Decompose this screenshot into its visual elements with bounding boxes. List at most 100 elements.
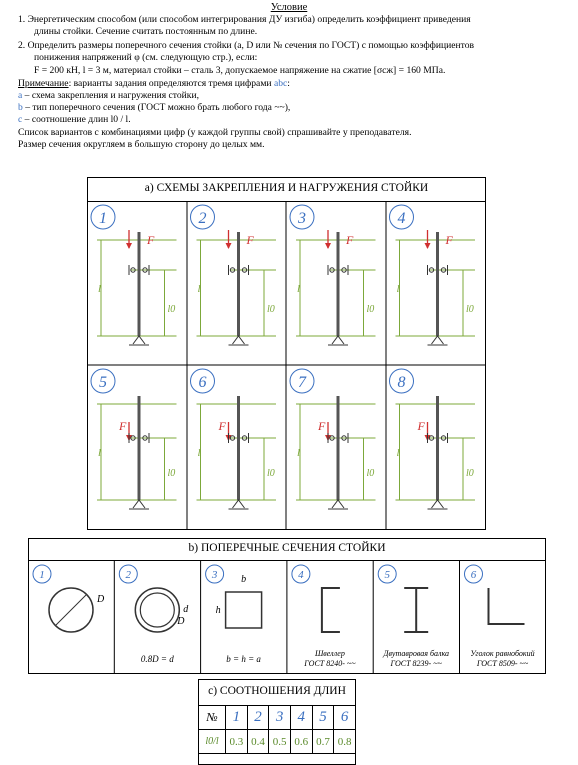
ring-inner — [139, 592, 175, 628]
section-number-circle — [32, 564, 52, 584]
force-arrowhead — [126, 243, 132, 249]
square-section — [224, 591, 263, 629]
bottom-support — [431, 335, 444, 345]
support-roller — [428, 267, 435, 273]
length-label: l — [198, 283, 201, 295]
diameter-line — [54, 593, 88, 627]
section-number: 6 — [471, 569, 477, 581]
section-number: 1 — [39, 569, 45, 581]
ratio-num: 6 — [333, 705, 356, 730]
bottom-support — [431, 499, 444, 509]
ibeam-section — [404, 587, 429, 633]
scheme-number: 8 — [398, 374, 406, 391]
c-line: c – соотношение длин l0 / l. — [18, 114, 131, 126]
force-label: F — [417, 419, 426, 433]
support-roller — [142, 267, 148, 273]
support-roller — [130, 435, 136, 441]
num-label: № — [198, 705, 226, 730]
section-number: 3 — [211, 569, 218, 581]
support-roller — [229, 435, 236, 441]
support-roller — [428, 435, 435, 441]
force-label: F — [345, 233, 354, 247]
ratio-value: 0.3 — [225, 729, 248, 754]
scheme-number-circle — [190, 368, 215, 394]
scheme-number-circle — [389, 204, 414, 230]
support-roller — [440, 267, 447, 273]
support-roller — [341, 267, 347, 273]
ratio-num: 3 — [268, 705, 291, 730]
b-text: – тип поперечного сечения (ГОСТ можно бр… — [22, 102, 291, 113]
section-number: 2 — [126, 569, 132, 581]
ratio-value: 0.6 — [289, 729, 313, 754]
length-label: l — [198, 447, 201, 459]
a-text: – схема закрепления и нагружения стойки, — [22, 90, 199, 101]
force-label: F — [445, 233, 454, 247]
scheme-number: 2 — [199, 210, 207, 227]
list-text: Список вариантов с комбинациями цифр (у … — [18, 127, 412, 138]
length-label: l — [297, 283, 300, 295]
channel-section — [320, 587, 340, 633]
section-caption2: ГОСТ 8240- ~~ — [303, 659, 356, 668]
ratio-num: 4 — [289, 705, 313, 730]
scheme-number-circle — [90, 368, 116, 394]
ratio-value: 0.5 — [268, 729, 291, 754]
section-number-circle — [291, 564, 311, 584]
support-roller — [329, 435, 335, 441]
ratio-value: 0.8 — [333, 729, 356, 754]
ratio-num: 5 — [311, 705, 335, 730]
section-caption1: Уголок равнобокий — [470, 649, 534, 658]
note-line: Примечание: варианты задания определяютс… — [18, 78, 290, 90]
force-label: F — [118, 419, 127, 433]
ratios-table: № 1 2 3 4 5 6 l0/l 0.3 0.4 0.5 0.6 0.7 0… — [198, 705, 356, 754]
section-caption2: ГОСТ 8509- ~~ — [476, 659, 529, 668]
item1-line2: длины стойки. Сечение считать постоянным… — [34, 26, 258, 37]
scheme-number: 7 — [298, 374, 307, 391]
item1-line1: 1. Энергетическим способом (или способом… — [18, 14, 471, 25]
condition-title: Условие — [270, 2, 308, 13]
ratios-title: c) СООТНОШЕНИЯ ДЛИН — [208, 685, 346, 697]
section-number-circle — [205, 564, 225, 584]
length0-label: l0 — [466, 468, 474, 479]
item2-line1: 2. Определить размеры поперечного сечени… — [18, 40, 475, 51]
support-roller — [341, 435, 347, 441]
length0-label: l0 — [367, 468, 375, 479]
note-abc: abc — [273, 78, 288, 89]
support-roller — [241, 435, 248, 441]
ratio-value: 0.4 — [246, 729, 270, 754]
a-line: a – схема закрепления и нагружения стойк… — [18, 90, 199, 102]
support-roller — [229, 267, 236, 273]
dimension-D: D — [96, 594, 105, 605]
section-caption1: Двутавровая балка — [382, 649, 449, 658]
scheme-number: 6 — [199, 374, 207, 391]
force-arrowhead — [424, 243, 431, 249]
section-number: 4 — [298, 569, 304, 581]
length0-label: l0 — [267, 304, 275, 315]
force-label: F — [218, 419, 227, 433]
length0-label: l0 — [168, 304, 176, 315]
scheme-number-circle — [90, 204, 116, 230]
schemes-frame: а) СХЕМЫ ЗАКРЕПЛЕНИЯ И НАГРУЖЕНИЯ СТОЙКИ — [87, 177, 486, 530]
given-data: F = 200 кН, l = 3 м, материал стойки – с… — [34, 65, 446, 76]
length-label: l — [297, 447, 300, 459]
section-caption1: Швеллер — [314, 649, 345, 658]
support-roller — [142, 435, 148, 441]
sections-title: b) ПОПЕРЕЧНЫЕ СЕЧЕНИЯ СТОЙКИ — [188, 542, 386, 554]
length-label: l — [98, 283, 101, 295]
c-text: – соотношение длин l0 / l. — [22, 114, 131, 125]
dimension-d: d — [183, 604, 189, 615]
scheme-number: 4 — [398, 210, 406, 227]
ratio-label: l0/l — [198, 729, 226, 754]
ring-outer — [134, 587, 181, 633]
